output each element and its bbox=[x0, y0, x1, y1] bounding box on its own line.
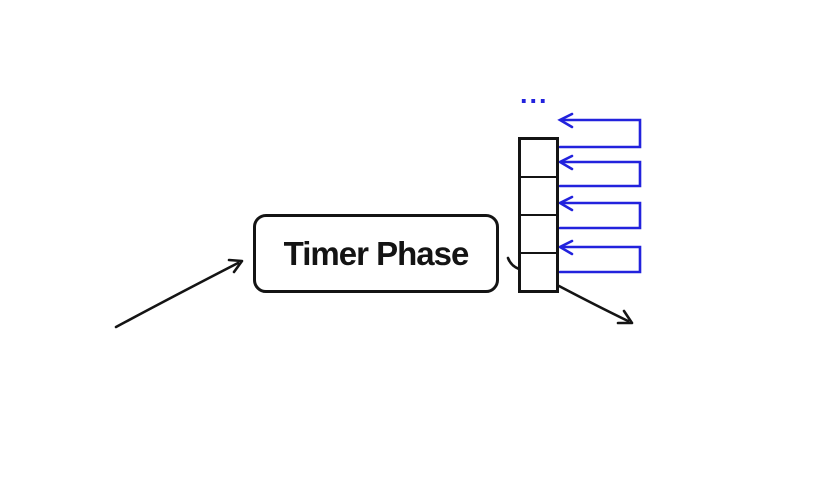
callback-loop-arrow-2 bbox=[557, 154, 642, 188]
queue-cell bbox=[521, 214, 556, 252]
queue-overflow-ellipsis: ... bbox=[520, 79, 549, 109]
queue-cell bbox=[521, 176, 556, 214]
timer-phase-node: Timer Phase bbox=[253, 214, 499, 293]
queue-cell bbox=[521, 252, 556, 290]
callback-loop-arrow-3 bbox=[557, 195, 642, 230]
node-queue-connector bbox=[506, 256, 521, 271]
incoming-flow-arrow bbox=[114, 258, 244, 329]
timer-callback-queue bbox=[518, 137, 559, 293]
callback-loop-arrow-4 bbox=[557, 239, 642, 274]
queue-cell bbox=[521, 140, 556, 176]
timer-queue-cells bbox=[521, 140, 556, 290]
outgoing-flow-arrow bbox=[557, 284, 634, 325]
callback-loop-arrow-1 bbox=[557, 112, 642, 149]
timer-phase-label: Timer Phase bbox=[283, 234, 470, 272]
